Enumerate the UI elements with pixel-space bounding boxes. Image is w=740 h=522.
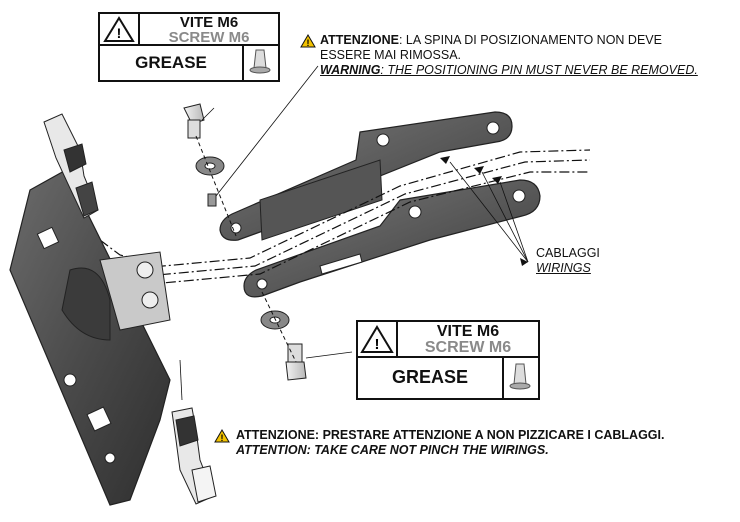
warning-pinch-it: ATTENZIONE: PRESTARE ATTENZIONE A NON PI… — [236, 428, 665, 442]
grease-text: GREASE — [391, 367, 469, 387]
screw-name-it: VITE M6 — [436, 323, 500, 340]
grease-tube-icon — [242, 46, 278, 80]
upper-bracket — [219, 111, 513, 241]
warning-pin-en-prefix: WARNING — [320, 63, 381, 77]
screw-name: VITE M6 SCREW M6 — [398, 322, 538, 358]
wirings-label-it: CABLAGGI — [536, 246, 600, 260]
warning-triangle-icon: ! — [300, 34, 316, 48]
warning-pinch-note: ATTENZIONE: PRESTARE ATTENZIONE A NON PI… — [236, 428, 716, 458]
license-plate-holder — [9, 169, 171, 506]
screw-name-en: SCREW M6 — [424, 339, 512, 356]
warning-triangle-icon: ! — [214, 429, 230, 443]
screw-grease-label-top: ! VITE M6 SCREW M6 GREASE — [98, 12, 280, 82]
top-screw-stack — [183, 103, 237, 237]
svg-text:!: ! — [307, 38, 310, 48]
warning-pinch-en: ATTENTION: TAKE CARE NOT PINCH THE WIRIN… — [236, 443, 549, 457]
turn-indicator-bottom — [171, 407, 217, 505]
lower-bracket — [243, 179, 541, 298]
warning-pin-it-text: : LA SPINA DI POSIZIONAMENTO NON DEVE — [398, 33, 662, 47]
wirings-label: CABLAGGI WIRINGS — [536, 246, 600, 276]
screw-grease-label-bottom: ! VITE M6 SCREW M6 GREASE — [356, 320, 540, 400]
warning-pin-it-text2: ESSERE MAI RIMOSSA. — [320, 48, 462, 62]
svg-text:!: ! — [375, 336, 380, 353]
grease-text: GREASE — [135, 53, 207, 72]
screw-name-en: SCREW M6 — [168, 29, 250, 46]
leader-lines — [179, 65, 529, 401]
warning-pin-it-prefix: ATTENZIONE — [320, 33, 399, 47]
wirings-label-en: WIRINGS — [536, 261, 591, 275]
warning-pin-note: ATTENZIONE: LA SPINA DI POSIZIONAMENTO N… — [320, 33, 720, 78]
svg-text:!: ! — [221, 433, 224, 443]
warning-triangle-icon: ! — [100, 14, 140, 46]
bottom-screw-stack — [260, 291, 307, 381]
svg-text:!: ! — [117, 25, 122, 41]
screw-name-it: VITE M6 — [179, 14, 239, 31]
warning-triangle-icon: ! — [358, 322, 398, 358]
turn-indicator-top — [43, 113, 99, 219]
screw-name: VITE M6 SCREW M6 — [140, 14, 278, 46]
warning-pin-en-text: : THE POSITIONING PIN MUST NEVER BE REMO… — [380, 63, 698, 77]
grease-tube-icon — [502, 358, 538, 398]
